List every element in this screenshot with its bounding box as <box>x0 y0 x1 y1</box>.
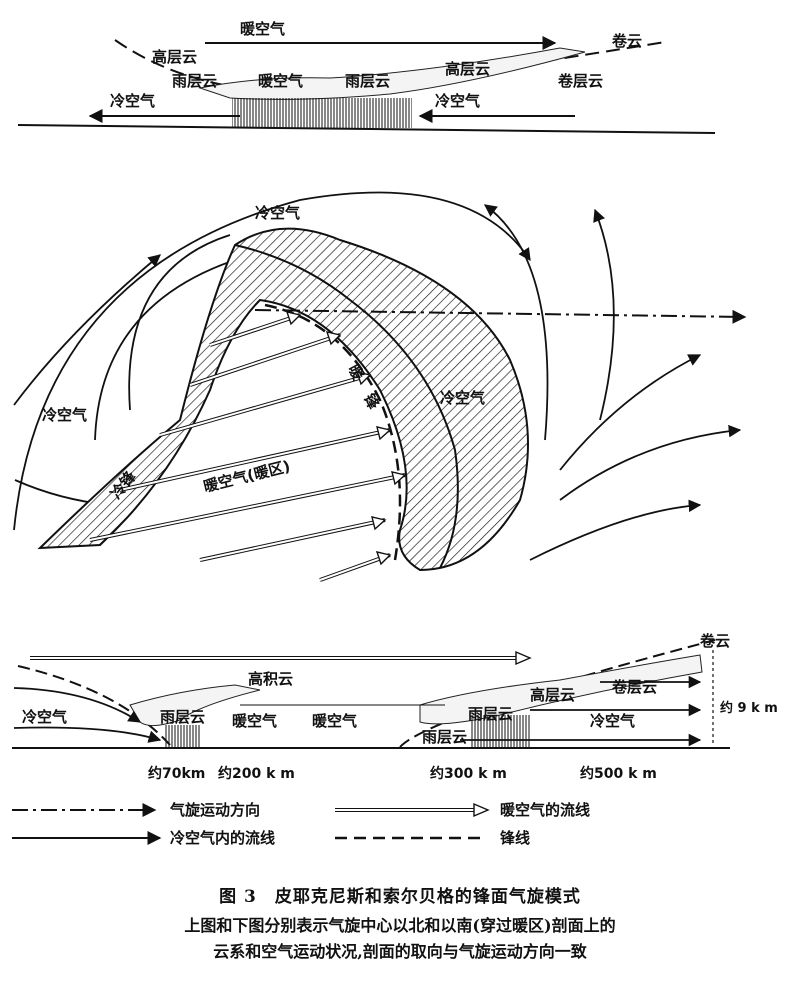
label-cold-air-top-right: 冷空气 <box>435 92 480 110</box>
caption-line-1: 上图和下图分别表示气旋中心以北和以南(穿过暖区)剖面上的 <box>184 916 616 935</box>
warm-streamlines <box>89 313 406 582</box>
legend-cold-streamline-label: 冷空气内的流线 <box>170 829 275 847</box>
label-warm-air-mid-top: 暖空气 <box>258 72 303 90</box>
label-altocumulus: 高积云 <box>248 670 293 688</box>
label-cirrus-bottom: 卷云 <box>699 632 730 650</box>
warm-front-surface <box>399 639 716 748</box>
label-dist-200: 约200 k m <box>218 765 295 782</box>
cold-streamline-4 <box>128 234 231 411</box>
cold-streamline-1 <box>13 191 531 531</box>
label-warm-air-top: 暖空气 <box>240 20 285 38</box>
label-warm-air-bottom-2: 暖空气 <box>312 712 357 730</box>
label-height: 约 9 k m <box>720 700 778 716</box>
cold-streamline-9 <box>529 499 702 561</box>
label-dist-70: 约70km <box>148 765 205 782</box>
cold-streamline-6 <box>593 208 615 421</box>
label-cirrostratus-top: 卷层云 <box>557 72 603 90</box>
label-cold-air-bottom-left: 冷空气 <box>22 708 67 726</box>
label-cold-air-plan-left: 冷空气 <box>42 406 87 424</box>
label-cold-air-plan-right: 冷空气 <box>440 389 485 407</box>
plan-view: 冷空气 冷空气 冷空气 暖空气(暖区) 暖锋 冷锋 <box>13 191 747 582</box>
cold-streamline-2 <box>13 254 161 406</box>
label-dist-500: 约500 k m <box>580 765 657 782</box>
inner-front-line <box>234 244 459 569</box>
warm-front-line <box>264 303 402 561</box>
precipitation-bottom-left <box>165 725 200 747</box>
cold-stream-bottom-1 <box>13 687 142 723</box>
label-cirrostratus-bottom: 卷层云 <box>611 678 657 696</box>
cold-streamline-5 <box>483 204 549 441</box>
warm-arrow-bottom-top-head <box>515 650 532 666</box>
label-cold-air-bottom-right: 冷空气 <box>590 712 635 730</box>
label-nimbostratus-bottom-left: 雨层云 <box>160 708 205 726</box>
cold-stream-bottom-2 <box>13 726 162 743</box>
legend-warm-streamline-label: 暖空气的流线 <box>500 801 590 819</box>
cold-streamline-7 <box>559 354 702 471</box>
label-dist-300: 约300 k m <box>430 765 507 782</box>
warm-streamline-heads <box>285 311 407 566</box>
label-altostratus-right: 高层云 <box>445 60 490 78</box>
label-warm-air-bottom-1: 暖空气 <box>232 712 277 730</box>
legend-cyclone-motion-label: 气旋运动方向 <box>169 801 260 819</box>
bottom-cross-section: 高积云 卷云 冷空气 雨层云 暖空气 暖空气 雨层云 高层云 卷层云 雨层云 冷… <box>12 632 778 782</box>
label-cold-air-plan-top: 冷空气 <box>255 204 300 222</box>
label-nimbostratus-bottom-low: 雨层云 <box>422 728 467 746</box>
label-altostratus-bottom: 高层云 <box>530 686 575 704</box>
label-cirrus-top: 卷云 <box>611 32 642 50</box>
cyclone-motion-line <box>254 309 747 324</box>
label-nimbostratus-left: 雨层云 <box>172 72 217 90</box>
precipitation-bottom-right <box>470 715 530 747</box>
cold-streamline-8 <box>559 424 742 501</box>
precipitation-top <box>232 98 412 128</box>
caption-title: 图 3 皮耶克尼斯和索尔贝格的锋面气旋模式 <box>219 887 581 907</box>
label-cold-air-top-left: 冷空气 <box>110 92 155 110</box>
legend-front-line-label: 锋线 <box>500 829 530 847</box>
frontal-zone-band <box>37 227 529 572</box>
ground-line-top <box>17 124 716 134</box>
label-nimbostratus-right: 雨层云 <box>345 72 390 90</box>
legend-warm-streamline-head <box>473 802 490 818</box>
legend: 气旋运动方向 暖空气的流线 冷空气内的流线 锋线 <box>12 801 590 847</box>
label-altostratus-left: 高层云 <box>152 48 197 66</box>
top-cross-section: 暖空气 卷云 高层云 雨层云 暖空气 雨层云 高层云 卷层云 冷空气 冷空气 <box>17 20 716 134</box>
cloud-band-top <box>198 47 586 100</box>
caption-line-2: 云系和空气运动状况,剖面的取向与气旋运动方向一致 <box>213 942 587 961</box>
label-nimbostratus-bottom-mid: 雨层云 <box>468 705 513 723</box>
cloud-band-bottom-left <box>129 684 261 726</box>
